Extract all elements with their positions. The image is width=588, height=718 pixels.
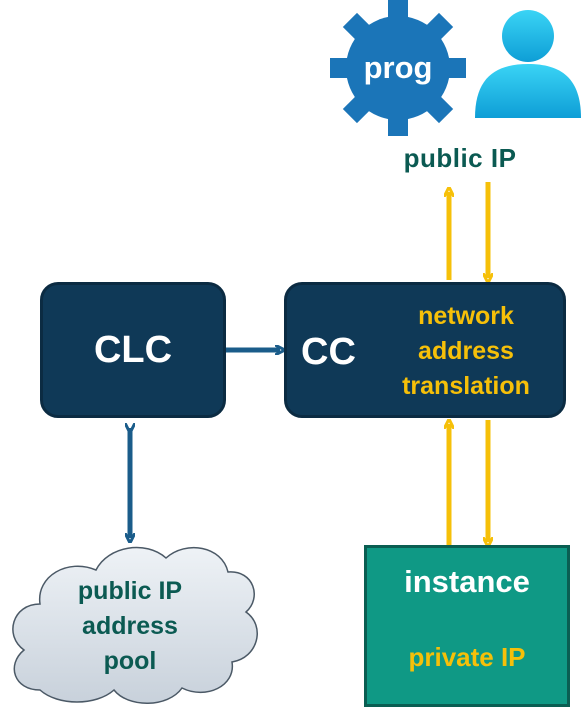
cc-node[interactable]: CC network address translation <box>284 282 566 418</box>
instance-title: instance <box>404 564 530 599</box>
pool-line-1: public IP <box>77 577 183 605</box>
pool-line-3: pool <box>103 647 157 675</box>
nat-line-1: network <box>418 302 514 330</box>
cloud-shape <box>12 546 258 704</box>
prog-label: prog <box>363 50 433 85</box>
cc-label: CC <box>301 331 356 373</box>
instance-private-ip: private IP <box>408 642 526 672</box>
nat-line-3: translation <box>402 372 530 400</box>
nat-label: network address translation <box>391 299 541 404</box>
public-ip-label: public IP <box>403 142 517 173</box>
nat-line-2: address <box>418 337 514 365</box>
clc-node[interactable]: CLC <box>40 282 226 418</box>
clc-label: CLC <box>93 328 173 371</box>
instance-node[interactable]: instance private IP <box>364 545 570 707</box>
user-icon <box>475 10 581 118</box>
gear-icon <box>330 0 466 136</box>
pool-label: public IP address pool <box>40 574 220 679</box>
pool-line-2: address <box>82 612 178 640</box>
